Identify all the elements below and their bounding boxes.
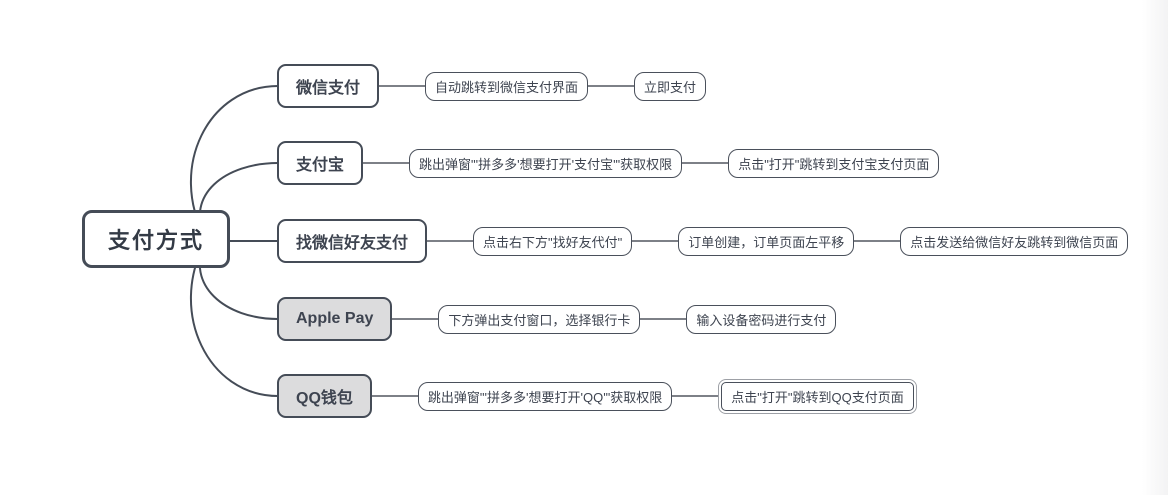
branch-node-alipay[interactable]: 支付宝	[277, 141, 364, 185]
branch-row-wechat-pay: 微信支付 自动跳转到微信支付界面 立即支付	[277, 64, 707, 108]
connector-line	[371, 395, 418, 397]
step-node-payment-window[interactable]: 下方弹出支付窗口，选择银行卡	[438, 304, 641, 334]
step-node-pay-now[interactable]: 立即支付	[634, 71, 707, 101]
step-node-order-created[interactable]: 订单创建，订单页面左平移	[678, 226, 855, 256]
step-node-alipay-open-jump[interactable]: 点击"打开"跳转到支付宝支付页面	[728, 148, 940, 178]
connector-line	[682, 162, 729, 164]
connector-line	[363, 162, 410, 164]
branch-row-friend-pay: 找微信好友支付 点击右下方"找好友代付" 订单创建，订单页面左平移 点击发送给微…	[277, 219, 1129, 263]
curve-root-to-qq-wallet	[189, 242, 279, 397]
step-node-label: 点击"打开"跳转到支付宝支付页面	[738, 156, 930, 172]
connector-line	[379, 85, 426, 87]
step-node-label: 跳出弹窗"'拼多多'想要打开'QQ'"获取权限	[427, 389, 663, 405]
step-node-wechat-auto-jump[interactable]: 自动跳转到微信支付界面	[425, 71, 589, 101]
connector-line	[640, 318, 687, 320]
step-node-alipay-popup-permission[interactable]: 跳出弹窗"'拼多多'想要打开'支付宝'"获取权限	[409, 148, 683, 178]
step-node-label: 点击发送给微信好友跳转到微信页面	[910, 234, 1119, 250]
connector-line	[427, 240, 474, 242]
branch-row-alipay: 支付宝 跳出弹窗"'拼多多'想要打开'支付宝'"获取权限 点击"打开"跳转到支付…	[277, 141, 940, 185]
connector-line	[672, 395, 719, 397]
connector-line	[632, 240, 679, 242]
connector-line	[588, 85, 635, 87]
branch-node-label: 微信支付	[296, 80, 361, 97]
branch-node-wechat-pay[interactable]: 微信支付	[277, 64, 380, 108]
branch-row-apple-pay: Apple Pay 下方弹出支付窗口，选择银行卡 输入设备密码进行支付	[277, 297, 837, 341]
step-node-label: 订单创建，订单页面左平移	[688, 234, 845, 250]
step-node-click-friend-pay[interactable]: 点击右下方"找好友代付"	[473, 226, 633, 256]
step-node-label: 输入设备密码进行支付	[696, 312, 827, 328]
step-node-device-password[interactable]: 输入设备密码进行支付	[686, 304, 837, 334]
step-node-label: 下方弹出支付窗口，选择银行卡	[448, 312, 631, 328]
step-node-label: 点击右下方"找好友代付"	[483, 234, 623, 250]
step-node-qq-popup-permission[interactable]: 跳出弹窗"'拼多多'想要打开'QQ'"获取权限	[417, 381, 673, 411]
branch-node-apple-pay[interactable]: Apple Pay	[277, 297, 393, 341]
branch-node-label: 找微信好友支付	[296, 235, 409, 252]
root-node-payment-methods[interactable]: 支付方式	[82, 210, 230, 268]
branch-node-qq-wallet[interactable]: QQ钱包	[277, 374, 372, 418]
selected-node-outline: 点击"打开"跳转到QQ支付页面	[718, 378, 917, 414]
branch-node-label: Apple Pay	[296, 310, 374, 327]
branch-row-qq-wallet: QQ钱包 跳出弹窗"'拼多多'想要打开'QQ'"获取权限 点击"打开"跳转到QQ…	[277, 374, 917, 418]
step-node-qq-open-jump-selected[interactable]: 点击"打开"跳转到QQ支付页面	[721, 381, 914, 411]
step-node-label: 立即支付	[644, 79, 697, 95]
connector-line	[392, 318, 439, 320]
branch-node-label: QQ钱包	[296, 390, 353, 407]
branch-node-label: 支付宝	[296, 157, 345, 174]
branch-node-friend-pay[interactable]: 找微信好友支付	[277, 219, 428, 263]
root-node-label: 支付方式	[107, 228, 204, 253]
step-node-label: 点击"打开"跳转到QQ支付页面	[731, 389, 904, 405]
step-node-label: 跳出弹窗"'拼多多'想要打开'支付宝'"获取权限	[419, 156, 673, 172]
connector-line	[854, 240, 901, 242]
step-node-label: 自动跳转到微信支付界面	[435, 79, 579, 95]
step-node-send-to-friend[interactable]: 点击发送给微信好友跳转到微信页面	[900, 226, 1129, 256]
